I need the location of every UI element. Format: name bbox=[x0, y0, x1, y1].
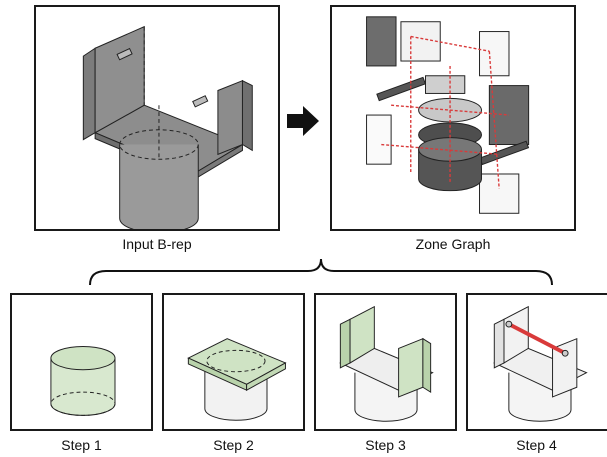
step-1-caption: Step 1 bbox=[61, 437, 102, 453]
zone-graph-drawing bbox=[366, 16, 530, 214]
step-2-caption: Step 2 bbox=[213, 437, 254, 453]
step-3-panel bbox=[314, 293, 457, 431]
step-4-panel bbox=[466, 293, 607, 431]
zone-graph-caption: Zone Graph bbox=[415, 236, 491, 252]
right-arrow-icon bbox=[285, 103, 321, 139]
input-brep-caption: Input B-rep bbox=[122, 236, 192, 252]
step-1-panel bbox=[10, 293, 153, 431]
step-2-panel bbox=[162, 293, 305, 431]
input-brep-drawing bbox=[82, 25, 253, 229]
grouping-brace bbox=[88, 257, 554, 287]
input-brep-panel bbox=[34, 5, 280, 231]
step-3-caption: Step 3 bbox=[365, 437, 406, 453]
zone-graph-panel bbox=[330, 5, 576, 231]
step-4-drawing bbox=[493, 305, 588, 422]
step-2-drawing bbox=[187, 338, 287, 421]
step-3-drawing bbox=[339, 305, 434, 422]
step-4-caption: Step 4 bbox=[516, 437, 557, 453]
step-1-drawing bbox=[50, 345, 116, 416]
